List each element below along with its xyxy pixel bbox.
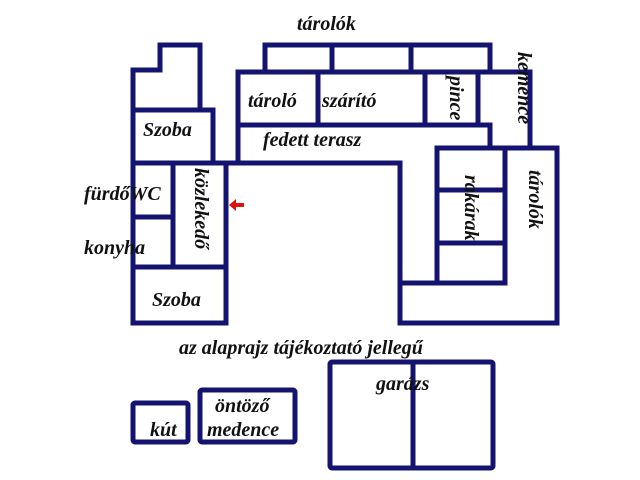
wall bbox=[329, 42, 414, 75]
label-szarito: szárító bbox=[322, 90, 377, 112]
label-szoba-bottom: Szoba bbox=[152, 289, 201, 311]
label-kozlekedo: közlekedő bbox=[190, 168, 212, 250]
wall bbox=[130, 107, 216, 166]
wall bbox=[130, 42, 203, 113]
label-kemence: kemence bbox=[513, 52, 535, 125]
label-pince: pince bbox=[445, 76, 467, 121]
wall bbox=[315, 69, 481, 128]
entrance-arrow-icon bbox=[229, 199, 244, 211]
label-szoba-top: Szoba bbox=[143, 119, 192, 141]
label-rakarak: rakárak bbox=[460, 175, 482, 241]
label-konyha: konyha bbox=[84, 237, 146, 259]
label-tarolok-top: tárolók bbox=[297, 13, 356, 35]
label-ontozo: öntöző bbox=[215, 395, 270, 417]
label-furdo-wc: fürdőWC bbox=[84, 183, 161, 205]
wall bbox=[130, 67, 229, 326]
label-tarolok-right: tárolók bbox=[524, 170, 546, 229]
medence-box bbox=[197, 387, 298, 445]
label-kut: kút bbox=[150, 419, 177, 441]
label-medence: medence bbox=[207, 419, 280, 441]
label-tarolo: tároló bbox=[248, 90, 297, 112]
label-garazs: garázs bbox=[376, 373, 430, 395]
wall bbox=[130, 145, 560, 326]
wall bbox=[434, 145, 560, 286]
label-fedett-terasz: fedett terasz bbox=[263, 129, 362, 151]
label-note: az alaprajz tájékoztató jellegű bbox=[179, 337, 423, 359]
walls bbox=[130, 42, 560, 471]
wall bbox=[434, 187, 506, 246]
wall bbox=[262, 42, 493, 75]
kut-box bbox=[130, 400, 191, 445]
wall bbox=[235, 122, 493, 151]
